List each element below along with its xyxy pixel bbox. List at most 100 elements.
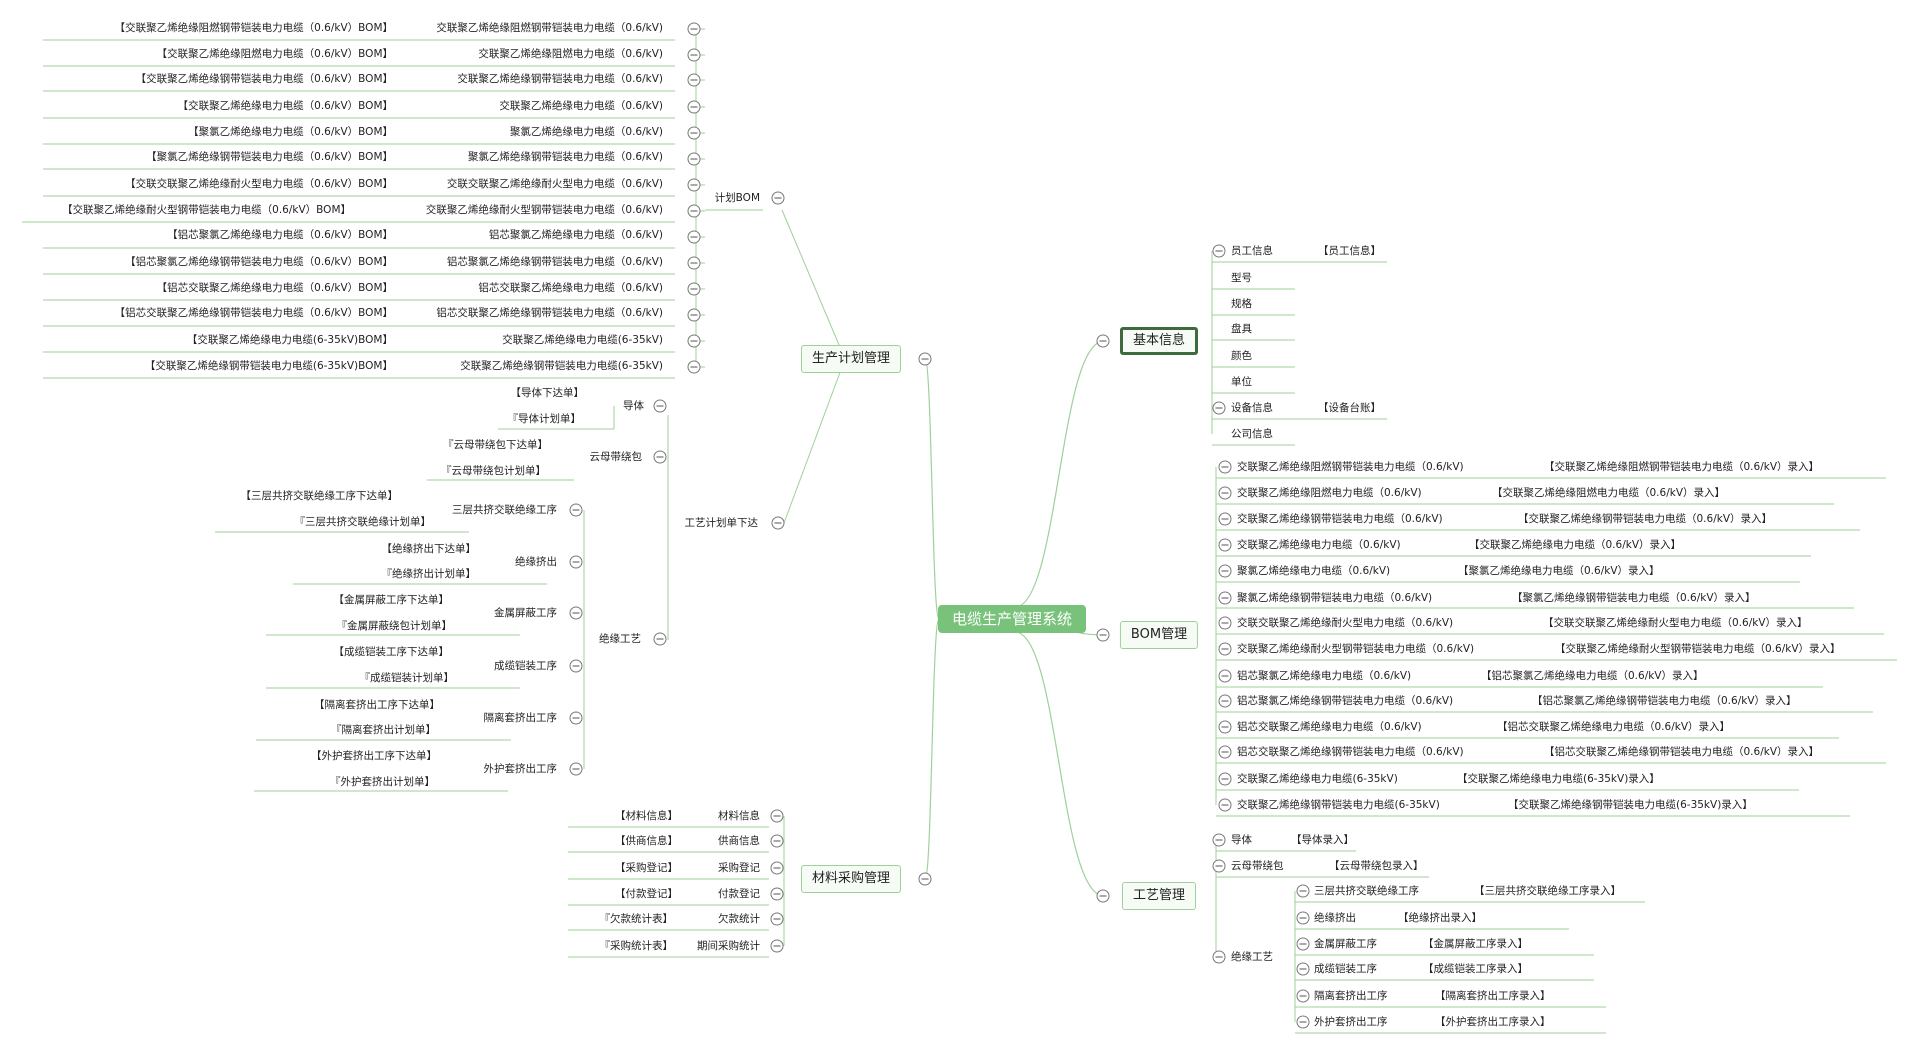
bom-item-doc[interactable]: 【铝芯交联聚乙烯绝缘钢带铠装电力电缆（0.6/kV）录入】 bbox=[1544, 746, 1819, 758]
process-insulation-step[interactable]: 外护套挤出工序 bbox=[1314, 1016, 1388, 1028]
collapse-toggle-icon[interactable] bbox=[770, 809, 784, 823]
plan-bom-item-doc[interactable]: 【交联聚乙烯绝缘钢带铠装电力电缆（0.6/kV）BOM】 bbox=[135, 73, 393, 85]
bom-item-doc[interactable]: 【交联聚乙烯绝缘耐火型钢带铠装电力电缆（0.6/kV）录入】 bbox=[1555, 643, 1841, 655]
plan-insulation-step[interactable]: 金属屏蔽工序 bbox=[494, 607, 557, 619]
bom-item-name[interactable]: 铝芯交联聚乙烯绝缘电力电缆（0.6/kV) bbox=[1237, 721, 1422, 733]
process-insulation-step-doc[interactable]: 【隔离套挤出工序录入】 bbox=[1435, 990, 1551, 1002]
branch-bom-management[interactable]: BOM管理 bbox=[1119, 621, 1199, 649]
bom-item-doc[interactable]: 【铝芯交联聚乙烯绝缘电力电缆（0.6/kV）录入】 bbox=[1497, 721, 1730, 733]
collapse-toggle-icon[interactable] bbox=[1212, 244, 1226, 258]
plan-step-doc[interactable]: 【外护套挤出工序下达单】 bbox=[311, 750, 437, 762]
bom-item-doc[interactable]: 【交联聚乙烯绝缘钢带铠装电力电缆（0.6/kV）录入】 bbox=[1518, 513, 1772, 525]
collapse-toggle-icon[interactable] bbox=[687, 100, 701, 114]
process-mica[interactable]: 云母带绕包 bbox=[1231, 860, 1284, 872]
bom-item-doc[interactable]: 【交联交联聚乙烯绝缘耐火型电力电缆（0.6/kV）录入】 bbox=[1543, 617, 1808, 629]
collapse-toggle-icon[interactable] bbox=[569, 711, 583, 725]
collapse-toggle-icon[interactable] bbox=[771, 191, 785, 205]
basic-item-name[interactable]: 单位 bbox=[1231, 376, 1252, 388]
bom-item-name[interactable]: 交联聚乙烯绝缘电力电缆(6-35kV) bbox=[1237, 773, 1398, 785]
plan-step-doc[interactable]: 【隔离套挤出工序下达单】 bbox=[314, 699, 440, 711]
plan-bom-item-name[interactable]: 交联聚乙烯绝缘电力电缆（0.6/kV) bbox=[499, 100, 663, 112]
bom-item-name[interactable]: 交联聚乙烯绝缘钢带铠装电力电缆（0.6/kV) bbox=[1237, 513, 1443, 525]
collapse-toggle-icon[interactable] bbox=[1212, 833, 1226, 847]
plan-bom-item-name[interactable]: 交联聚乙烯绝缘钢带铠装电力电缆（0.6/kV) bbox=[457, 73, 663, 85]
plan-bom-item-doc[interactable]: 【交联聚乙烯绝缘电力电缆(6-35kV)BOM】 bbox=[186, 334, 393, 346]
plan-step-doc[interactable]: 『金属屏蔽绕包计划单】 bbox=[336, 620, 453, 632]
collapse-toggle-icon[interactable] bbox=[687, 178, 701, 192]
collapse-toggle-icon[interactable] bbox=[1212, 859, 1226, 873]
process-insulation-step[interactable]: 成缆铠装工序 bbox=[1314, 963, 1377, 975]
process-conductor-doc[interactable]: 【导体录入】 bbox=[1291, 834, 1354, 846]
branch-basic-info[interactable]: 基本信息 bbox=[1119, 327, 1199, 355]
basic-item-doc[interactable]: 【设备台账】 bbox=[1318, 402, 1381, 414]
collapse-toggle-icon[interactable] bbox=[687, 73, 701, 87]
collapse-toggle-icon[interactable] bbox=[1218, 486, 1232, 500]
bom-item-doc[interactable]: 【聚氯乙烯绝缘钢带铠装电力电缆（0.6/kV）录入】 bbox=[1512, 592, 1756, 604]
bom-item-doc[interactable]: 【铝芯聚氯乙烯绝缘电力电缆（0.6/kV）录入】 bbox=[1481, 670, 1704, 682]
collapse-toggle-icon[interactable] bbox=[1218, 591, 1232, 605]
basic-item-name[interactable]: 公司信息 bbox=[1231, 428, 1273, 440]
plan-step-doc[interactable]: 『外护套挤出计划单】 bbox=[330, 776, 435, 788]
plan-mica[interactable]: 云母带绕包 bbox=[589, 451, 643, 463]
bom-item-name[interactable]: 聚氯乙烯绝缘钢带铠装电力电缆（0.6/kV) bbox=[1237, 592, 1433, 604]
plan-mica-doc[interactable]: 『云母带绕包下达单】 bbox=[443, 439, 548, 451]
collapse-toggle-icon[interactable] bbox=[1096, 889, 1110, 903]
purchase-item-name[interactable]: 欠款统计 bbox=[718, 913, 760, 925]
bom-item-name[interactable]: 交联聚乙烯绝缘耐火型钢带铠装电力电缆（0.6/kV) bbox=[1237, 643, 1475, 655]
plan-bom-item-doc[interactable]: 【铝芯交联聚乙烯绝缘电力电缆（0.6/kV）BOM】 bbox=[156, 282, 393, 294]
purchase-item-name[interactable]: 材料信息 bbox=[718, 810, 760, 822]
collapse-toggle-icon[interactable] bbox=[770, 912, 784, 926]
process-insulation-step-doc[interactable]: 【金属屏蔽工序录入】 bbox=[1423, 938, 1528, 950]
root-node[interactable]: 电缆生产管理系统 bbox=[937, 605, 1087, 633]
plan-bom-item-name[interactable]: 交联聚乙烯绝缘阻燃电力电缆（0.6/kV) bbox=[478, 48, 663, 60]
collapse-toggle-icon[interactable] bbox=[770, 834, 784, 848]
plan-bom-item-doc[interactable]: 【铝芯聚氯乙烯绝缘钢带铠装电力电缆（0.6/kV）BOM】 bbox=[125, 256, 393, 268]
collapse-toggle-icon[interactable] bbox=[1218, 460, 1232, 474]
purchase-item-doc[interactable]: 【供商信息】 bbox=[615, 835, 678, 847]
purchase-item-name[interactable]: 供商信息 bbox=[718, 835, 760, 847]
plan-bom-item-name[interactable]: 聚氯乙烯绝缘钢带铠装电力电缆（0.6/kV) bbox=[467, 151, 663, 163]
branch-process-management[interactable]: 工艺管理 bbox=[1121, 882, 1197, 910]
plan-step-doc[interactable]: 【成缆铠装工序下达单】 bbox=[333, 646, 450, 658]
collapse-toggle-icon[interactable] bbox=[1096, 334, 1110, 348]
plan-step-doc[interactable]: 【三层共挤交联绝缘工序下达单】 bbox=[240, 490, 399, 502]
collapse-toggle-icon[interactable] bbox=[1218, 669, 1232, 683]
plan-bom-item-doc[interactable]: 【交联聚乙烯绝缘阻燃钢带铠装电力电缆（0.6/kV）BOM】 bbox=[114, 22, 393, 34]
plan-bom-item-doc[interactable]: 【铝芯聚氯乙烯绝缘电力电缆（0.6/kV）BOM】 bbox=[167, 229, 393, 241]
collapse-toggle-icon[interactable] bbox=[687, 360, 701, 374]
plan-bom-item-doc[interactable]: 【交联聚乙烯绝缘钢带铠装电力电缆(6-35kV)BOM】 bbox=[144, 360, 393, 372]
basic-item-name[interactable]: 员工信息 bbox=[1231, 245, 1273, 257]
plan-bom-group[interactable]: 计划BOM bbox=[714, 192, 760, 204]
collapse-toggle-icon[interactable] bbox=[1218, 616, 1232, 630]
collapse-toggle-icon[interactable] bbox=[687, 230, 701, 244]
plan-bom-item-doc[interactable]: 【交联交联聚乙烯绝缘耐火型电力电缆（0.6/kV）BOM】 bbox=[125, 178, 393, 190]
purchase-item-name[interactable]: 采购登记 bbox=[718, 862, 760, 874]
collapse-toggle-icon[interactable] bbox=[1218, 642, 1232, 656]
collapse-toggle-icon[interactable] bbox=[653, 399, 667, 413]
plan-bom-item-name[interactable]: 铝芯交联聚乙烯绝缘钢带铠装电力电缆（0.6/kV) bbox=[436, 307, 663, 319]
collapse-toggle-icon[interactable] bbox=[1218, 772, 1232, 786]
plan-bom-item-name[interactable]: 交联聚乙烯绝缘钢带铠装电力电缆(6-35kV) bbox=[460, 360, 663, 372]
bom-item-name[interactable]: 交联交联聚乙烯绝缘耐火型电力电缆（0.6/kV) bbox=[1237, 617, 1454, 629]
collapse-toggle-icon[interactable] bbox=[918, 872, 932, 886]
plan-bom-item-doc[interactable]: 【交联聚乙烯绝缘阻燃电力电缆（0.6/kV）BOM】 bbox=[156, 48, 393, 60]
branch-production-plan[interactable]: 生产计划管理 bbox=[800, 345, 902, 373]
collapse-toggle-icon[interactable] bbox=[687, 334, 701, 348]
collapse-toggle-icon[interactable] bbox=[569, 659, 583, 673]
collapse-toggle-icon[interactable] bbox=[1218, 512, 1232, 526]
plan-bom-item-name[interactable]: 聚氯乙烯绝缘电力电缆（0.6/kV) bbox=[509, 126, 663, 138]
process-insulation-step-doc[interactable]: 【外护套挤出工序录入】 bbox=[1435, 1016, 1551, 1028]
purchase-item-doc[interactable]: 【付款登记】 bbox=[615, 888, 678, 900]
collapse-toggle-icon[interactable] bbox=[1218, 720, 1232, 734]
plan-bom-item-doc[interactable]: 【聚氯乙烯绝缘钢带铠装电力电缆（0.6/kV）BOM】 bbox=[146, 151, 393, 163]
purchase-item-doc[interactable]: 『采购统计表】 bbox=[599, 940, 674, 952]
collapse-toggle-icon[interactable] bbox=[1296, 1015, 1310, 1029]
purchase-item-doc[interactable]: 『欠款统计表】 bbox=[599, 913, 674, 925]
collapse-toggle-icon[interactable] bbox=[1296, 937, 1310, 951]
collapse-toggle-icon[interactable] bbox=[687, 308, 701, 322]
collapse-toggle-icon[interactable] bbox=[1096, 628, 1110, 642]
plan-step-doc[interactable]: 【绝缘挤出下达单】 bbox=[381, 543, 477, 555]
plan-insulation-step[interactable]: 外护套挤出工序 bbox=[483, 763, 558, 775]
process-insulation-step[interactable]: 绝缘挤出 bbox=[1314, 912, 1356, 924]
plan-conductor-doc[interactable]: 【导体下达单】 bbox=[510, 387, 585, 399]
